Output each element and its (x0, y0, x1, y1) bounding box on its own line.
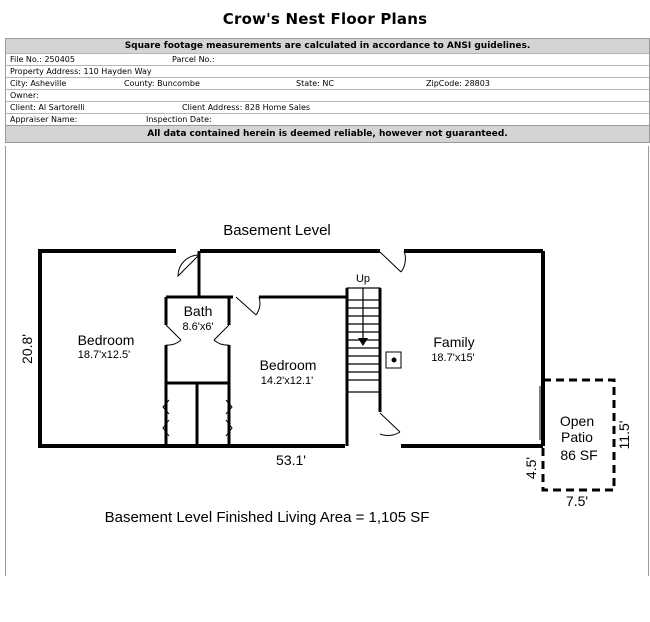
stairs-arrow-icon (358, 338, 368, 346)
info-row-client: Client: Al Sartorelli Client Address: 82… (6, 101, 649, 113)
info-row-address: Property Address: 110 Hayden Way (6, 65, 649, 77)
zipcode: ZipCode: 28803 (426, 79, 490, 88)
property-address: Property Address: 110 Hayden Way (10, 67, 152, 76)
room-bedroom-1-dims: 18.7'x12.5' (78, 349, 131, 361)
patio-label-line2: Patio (561, 429, 593, 445)
room-bedroom-2-dims: 14.2'x12.1' (261, 375, 314, 387)
inspection-date: Inspection Date: (146, 115, 212, 124)
info-row-owner: Owner: (6, 89, 649, 101)
level-title: Basement Level (223, 222, 331, 239)
dimension-patio-height: 11.5' (616, 421, 632, 450)
page-border-left (5, 146, 6, 576)
info-row-appraiser: Appraiser Name: Inspection Date: (6, 113, 649, 125)
open-patio-outline (541, 378, 616, 492)
stairs-label: Up (356, 273, 370, 285)
property-info-header: Square footage measurements are calculat… (5, 38, 650, 143)
client: Client: Al Sartorelli (10, 103, 85, 112)
patio-area: 86 SF (560, 447, 597, 463)
dimension-patio-offset: 4.5' (523, 457, 539, 479)
dimension-width: 53.1' (276, 452, 306, 468)
dimension-patio-width: 7.5' (566, 493, 588, 509)
file-number: File No.: 250405 (10, 55, 75, 64)
state: State: NC (296, 79, 334, 88)
stairs (346, 287, 381, 393)
room-bedroom-2-name: Bedroom (260, 357, 317, 373)
room-bedroom-1-name: Bedroom (78, 332, 135, 348)
city: City: Asheville (10, 79, 67, 88)
room-bath-name: Bath (184, 303, 213, 319)
sink-icon (385, 351, 402, 369)
closet-doors (162, 399, 233, 437)
client-address: Client Address: 828 Home Sales (182, 103, 311, 112)
info-row-city: City: Asheville County: Buncombe State: … (6, 77, 649, 89)
living-area-caption: Basement Level Finished Living Area = 1,… (105, 509, 430, 526)
reliability-notice: All data contained herein is deemed reli… (6, 125, 649, 142)
dimension-height: 20.8' (19, 334, 35, 364)
room-family-dims: 18.7'x15' (431, 352, 474, 364)
page-title: Crow's Nest Floor Plans (222, 10, 428, 28)
patio-label-line1: Open (560, 413, 594, 429)
info-row-file: File No.: 250405 Parcel No.: (6, 53, 649, 65)
ansi-notice: Square footage measurements are calculat… (6, 39, 649, 53)
owner: Owner: (10, 91, 39, 100)
room-family-name: Family (433, 334, 474, 350)
door-swings (165, 250, 541, 440)
page-border-right (648, 146, 649, 576)
appraiser-name: Appraiser Name: (10, 115, 78, 124)
county: County: Buncombe (124, 79, 200, 88)
parcel-number: Parcel No.: (172, 55, 215, 64)
room-bath-dims: 8.6'x6' (182, 321, 213, 333)
